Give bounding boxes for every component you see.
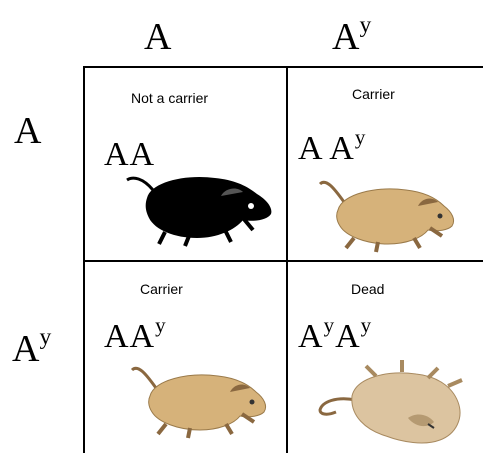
cell-aay-genotype-sup: y: [354, 124, 367, 149]
row-header-A: A: [14, 110, 42, 152]
cell-aya-genotype-sup: y: [155, 312, 167, 337]
cell-ayay-genotype: AyAy: [298, 314, 372, 355]
black-mouse-image: [126, 176, 272, 247]
dead-mouse-image: [318, 360, 463, 444]
grid-middle-vertical: [286, 66, 288, 453]
cell-aa-genotype: AA: [104, 136, 156, 173]
grid-top-border: [83, 66, 483, 68]
cell-ayay-genotype-g2: A: [335, 318, 361, 355]
row-header-Ay-base: A: [12, 328, 40, 370]
cell-aay-genotype: A Ay: [298, 126, 366, 167]
column-header-Ay-base: A: [332, 16, 360, 58]
cell-aa-label: Not a carrier: [131, 90, 209, 106]
yellow-mouse-carrier-image-2: [130, 366, 267, 439]
cell-ayay-genotype-g2-sup: y: [360, 312, 373, 337]
column-header-Ay-sup: y: [359, 11, 372, 38]
row-header-Ay-sup: y: [39, 323, 52, 350]
cell-ayay-label: Dead: [351, 281, 385, 297]
cell-aya-genotype-base: AA: [104, 318, 156, 355]
grid-left-border: [83, 66, 85, 453]
row-header-Ay: Ay: [12, 325, 51, 370]
column-header-A: A: [144, 16, 172, 58]
cell-ayay-genotype-g1-sup: y: [323, 312, 336, 337]
cell-aya-genotype: AAy: [104, 314, 167, 355]
punnett-grid: [83, 66, 483, 453]
cell-ayay-genotype-g1: A: [298, 318, 324, 355]
cell-aya-label: Carrier: [140, 281, 183, 297]
column-header-Ay: Ay: [332, 13, 371, 58]
grid-middle-horizontal: [83, 260, 483, 262]
yellow-mouse-carrier-image-1: [318, 180, 455, 253]
cell-aay-label: Carrier: [352, 86, 395, 102]
cell-aay-genotype-base: A A: [298, 130, 355, 167]
